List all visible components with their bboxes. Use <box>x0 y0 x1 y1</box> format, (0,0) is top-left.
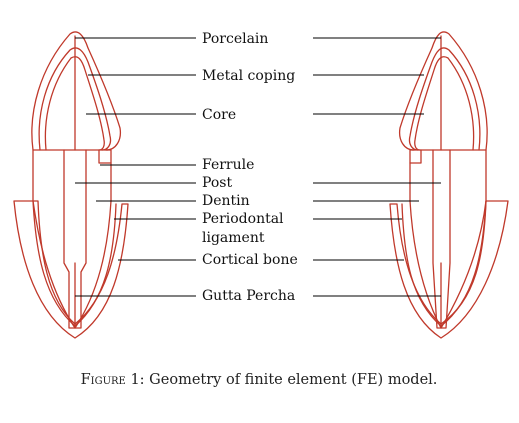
label-core: Core <box>202 107 236 123</box>
left-metal-coping-outer <box>38 47 112 151</box>
left-tooth-model <box>13 31 129 339</box>
figure-caption: Figure 1: Geometry of finite element (FE… <box>81 372 438 388</box>
left-dentin-root-outline <box>32 149 112 329</box>
label-porcelain: Porcelain <box>202 31 268 47</box>
left-core-outline <box>44 56 105 151</box>
right-core-outline <box>414 56 475 151</box>
right-ferrule-outline <box>409 149 422 164</box>
left-porcelain-outline <box>31 31 122 151</box>
caption-prefix: Figure 1: <box>81 372 145 388</box>
left-ferrule-outline <box>98 149 112 164</box>
label-ferrule: Ferrule <box>202 157 254 173</box>
right-cortical-bone-outer <box>389 200 509 339</box>
right-dentin-root-outline <box>409 149 487 329</box>
label-dentin: Dentin <box>202 193 250 209</box>
caption-text: Geometry of finite element (FE) model. <box>145 372 438 388</box>
component-labels: Porcelain Metal coping Core Ferrule Post… <box>202 31 298 304</box>
right-periodontal-ligament-outline <box>401 200 487 327</box>
left-cortical-bone-outer <box>13 200 129 339</box>
label-cortical-bone: Cortical bone <box>202 252 298 268</box>
label-periodontal-line1: Periodontal <box>202 211 284 227</box>
left-leader-lines <box>75 37 196 297</box>
label-post: Post <box>202 175 232 191</box>
label-gutta-percha: Gutta Percha <box>202 288 295 304</box>
right-leader-lines <box>313 37 441 297</box>
label-metal-coping: Metal coping <box>202 68 295 84</box>
right-porcelain-outline <box>398 31 488 151</box>
label-periodontal-line2: ligament <box>202 230 265 246</box>
right-metal-coping-outer <box>408 47 481 151</box>
right-tooth-model <box>389 31 509 339</box>
